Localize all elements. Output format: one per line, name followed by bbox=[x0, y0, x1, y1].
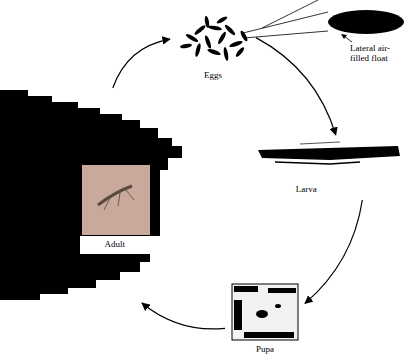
cycle-arrow bbox=[142, 303, 225, 329]
egg-cluster bbox=[180, 15, 249, 61]
adult-photo bbox=[82, 165, 150, 235]
stage-label: Larva bbox=[296, 185, 317, 195]
stage-label: Adult bbox=[104, 240, 125, 250]
pupa bbox=[232, 284, 298, 340]
eggs-stage: Eggs bbox=[170, 8, 256, 82]
float-leader-head bbox=[341, 34, 347, 39]
cycle-arrow bbox=[113, 39, 170, 88]
mosquito-in-photo bbox=[98, 186, 132, 205]
mosquito-legs bbox=[104, 190, 134, 210]
stage-label: Eggs bbox=[204, 71, 222, 81]
larva-stage: Larva bbox=[250, 135, 406, 200]
zoom-line bbox=[243, 12, 328, 33]
zoom-line bbox=[262, 0, 318, 28]
callout-label: Lateral air-filled float bbox=[350, 44, 406, 64]
larva bbox=[258, 142, 400, 164]
stage-label: Pupa bbox=[256, 345, 274, 355]
cycle-arrow bbox=[305, 200, 362, 303]
cycle-arrow bbox=[256, 38, 336, 135]
pupa-stage: Pupa bbox=[225, 280, 305, 358]
air-float bbox=[328, 10, 404, 34]
adult-stage: Adult bbox=[0, 88, 182, 303]
zoom-line bbox=[244, 31, 328, 38]
adult-dark-region bbox=[0, 90, 182, 300]
adult-label-ground bbox=[80, 236, 150, 254]
